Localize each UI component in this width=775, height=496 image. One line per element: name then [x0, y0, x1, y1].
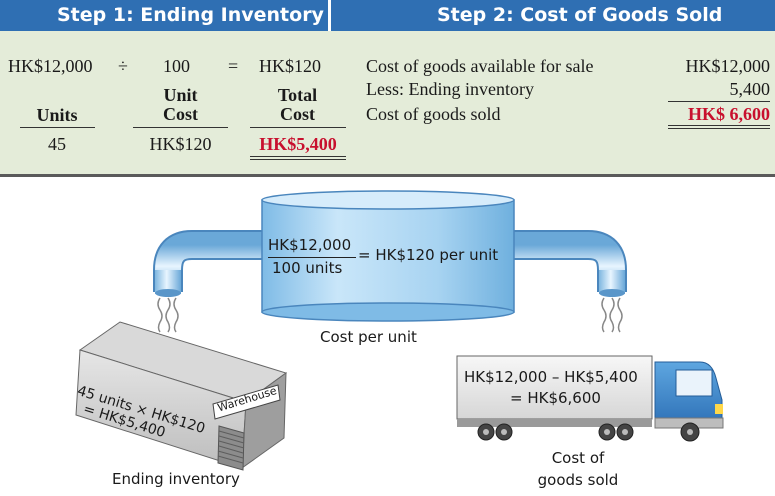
step1-cost-per-unit: HK$120	[259, 56, 321, 76]
equals-sign: =	[228, 56, 239, 76]
ending-units: 45	[48, 134, 66, 154]
truck-caption-line2: goods sold	[537, 471, 619, 489]
tank-caption: Cost per unit	[320, 328, 417, 346]
cogas-value: HK$12,000	[685, 56, 771, 76]
tank-result: = HK$120 per unit	[358, 246, 499, 264]
cogs-label: Cost of goods sold	[366, 104, 501, 124]
header-divider	[328, 0, 331, 31]
total-cost-header: Total Cost	[277, 85, 318, 124]
truck-calc-line2: = HK$6,600	[510, 389, 601, 407]
double-rule-top	[250, 156, 346, 157]
truck-caption-line1: Cost of	[551, 449, 605, 467]
table-panel	[0, 31, 775, 174]
subtotal-rule	[668, 101, 770, 102]
ending-unit-cost: HK$120	[149, 134, 212, 154]
right-pipe-drips	[601, 297, 623, 333]
less-ending-value: 5,400	[729, 79, 771, 99]
left-pipe-drips	[157, 297, 179, 333]
unit-cost-header: Unit Cost	[163, 85, 198, 124]
truck-calc-line1: HK$12,000 – HK$5,400	[464, 368, 638, 386]
cogs-value: HK$ 6,600	[687, 104, 770, 124]
units-rule	[20, 127, 95, 128]
step1-header: Step 1: Ending Inventory	[0, 0, 330, 31]
cogas-label: Cost of goods available for sale	[366, 56, 594, 76]
total-cost-rule	[250, 127, 346, 128]
cost-tank	[261, 190, 515, 322]
divide-sign: ÷	[118, 56, 128, 76]
warehouse-caption: Ending inventory	[112, 470, 240, 488]
less-ending-label: Less: Ending inventory	[366, 79, 534, 99]
warehouse	[75, 321, 288, 471]
left-pipe	[153, 230, 265, 297]
ending-total-cost: HK$5,400	[259, 134, 337, 154]
tank-numerator: HK$12,000	[268, 236, 352, 254]
table-bottom-rule	[0, 174, 775, 177]
double-rule-bottom	[250, 159, 346, 160]
truck	[456, 355, 724, 442]
cogs-double-rule-bottom	[668, 128, 770, 129]
right-pipe	[510, 230, 627, 297]
cogs-double-rule-top	[668, 125, 770, 126]
units-header: Units	[36, 105, 78, 125]
step1-units-available: 100	[163, 56, 190, 76]
tank-fraction-bar	[268, 257, 356, 258]
step2-header: Step 2: Cost of Goods Sold	[330, 0, 775, 31]
tank-denominator: 100 units	[272, 259, 343, 277]
step1-cost-available: HK$12,000	[8, 56, 93, 76]
unit-cost-rule	[133, 127, 228, 128]
